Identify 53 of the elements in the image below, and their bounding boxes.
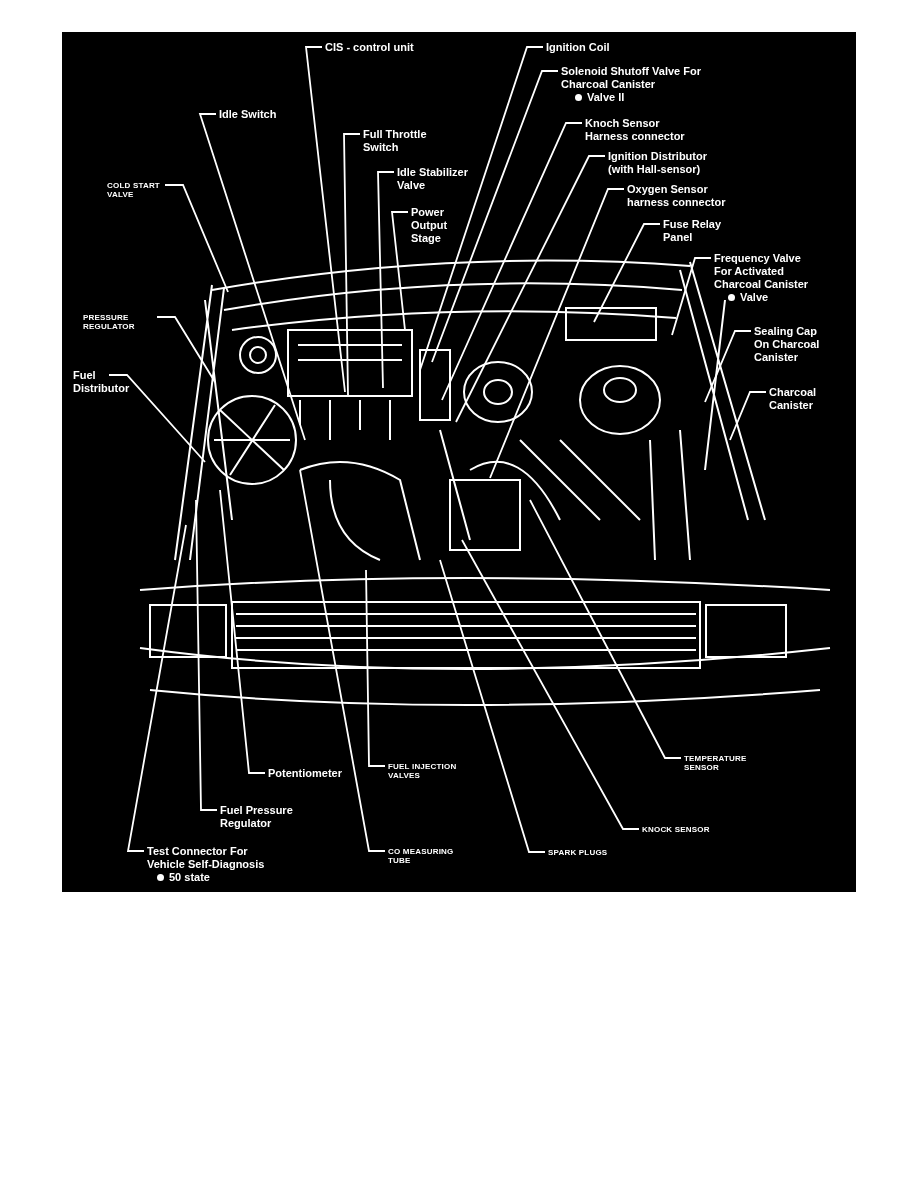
leader-line	[156, 316, 216, 383]
leader-line	[439, 559, 546, 853]
part-label: Fuel Pressure Regulator	[220, 804, 294, 830]
part-label: Charcoal Canister	[769, 386, 818, 412]
leader-line	[704, 330, 752, 403]
leader-line	[164, 184, 229, 293]
leader-line	[391, 211, 409, 331]
leader-line	[377, 171, 395, 389]
part-label: CIS - control unit	[325, 41, 415, 54]
part-label: Idle Switch	[219, 108, 278, 121]
part-label: Oxygen Sensor harness connector	[627, 183, 727, 209]
part-label: Test Connector For Vehicle Self-Diagnosis	[147, 845, 266, 871]
part-label: TEMPERATURE SENSOR	[684, 754, 748, 772]
part-label: Power Output Stage	[411, 206, 449, 245]
part-label: Knoch Sensor Harness connector	[585, 117, 686, 143]
leader-line	[671, 257, 712, 336]
part-label: Frequency Valve For Activated Charcoal Canister	[714, 252, 810, 291]
part-label: KNOCK SENSOR	[642, 825, 711, 834]
leader-line	[529, 499, 682, 759]
part-label: Potentiometer	[268, 767, 343, 780]
part-label: CO MEASURING TUBE	[388, 847, 455, 865]
leader-line	[305, 46, 346, 393]
leader-line	[343, 133, 361, 396]
leader-line	[419, 46, 544, 371]
leader-line	[455, 155, 606, 423]
leader-line	[198, 113, 306, 441]
part-label: SPARK PLUGS	[548, 848, 609, 857]
part-label: FUEL INJECTION VALVES	[388, 762, 458, 780]
part-label: Fuel Distributor	[73, 369, 131, 395]
part-label: Ignition Coil	[546, 41, 611, 54]
variant-note: Valve	[740, 291, 769, 304]
variant-note: Valve II	[587, 91, 625, 104]
leader-line	[219, 489, 266, 774]
leader-line	[126, 524, 187, 852]
leader-line	[729, 391, 767, 441]
leader-line	[461, 539, 640, 830]
part-label: PRESSURE REGULATOR	[83, 313, 136, 331]
leader-line	[441, 122, 583, 401]
part-label: Sealing Cap On Charcoal Canister	[754, 325, 821, 364]
part-label: Fuse Relay Panel	[663, 218, 723, 244]
leader-line	[431, 70, 559, 363]
part-label: Idle Stabilizer Valve	[397, 166, 469, 192]
leader-line	[365, 569, 386, 767]
leader-line	[108, 374, 206, 463]
part-label: Ignition Distributor (with Hall-sensor)	[608, 150, 708, 176]
part-label: Solenoid Shutoff Valve For Charcoal Canister	[561, 65, 702, 91]
leader-line	[299, 469, 386, 852]
leader-line	[195, 499, 218, 811]
leader-line	[593, 223, 661, 323]
part-label: Full Throttle Switch	[363, 128, 428, 154]
leader-line	[489, 188, 625, 479]
part-label: COLD START VALVE	[107, 181, 161, 199]
variant-note: 50 state	[169, 871, 210, 884]
